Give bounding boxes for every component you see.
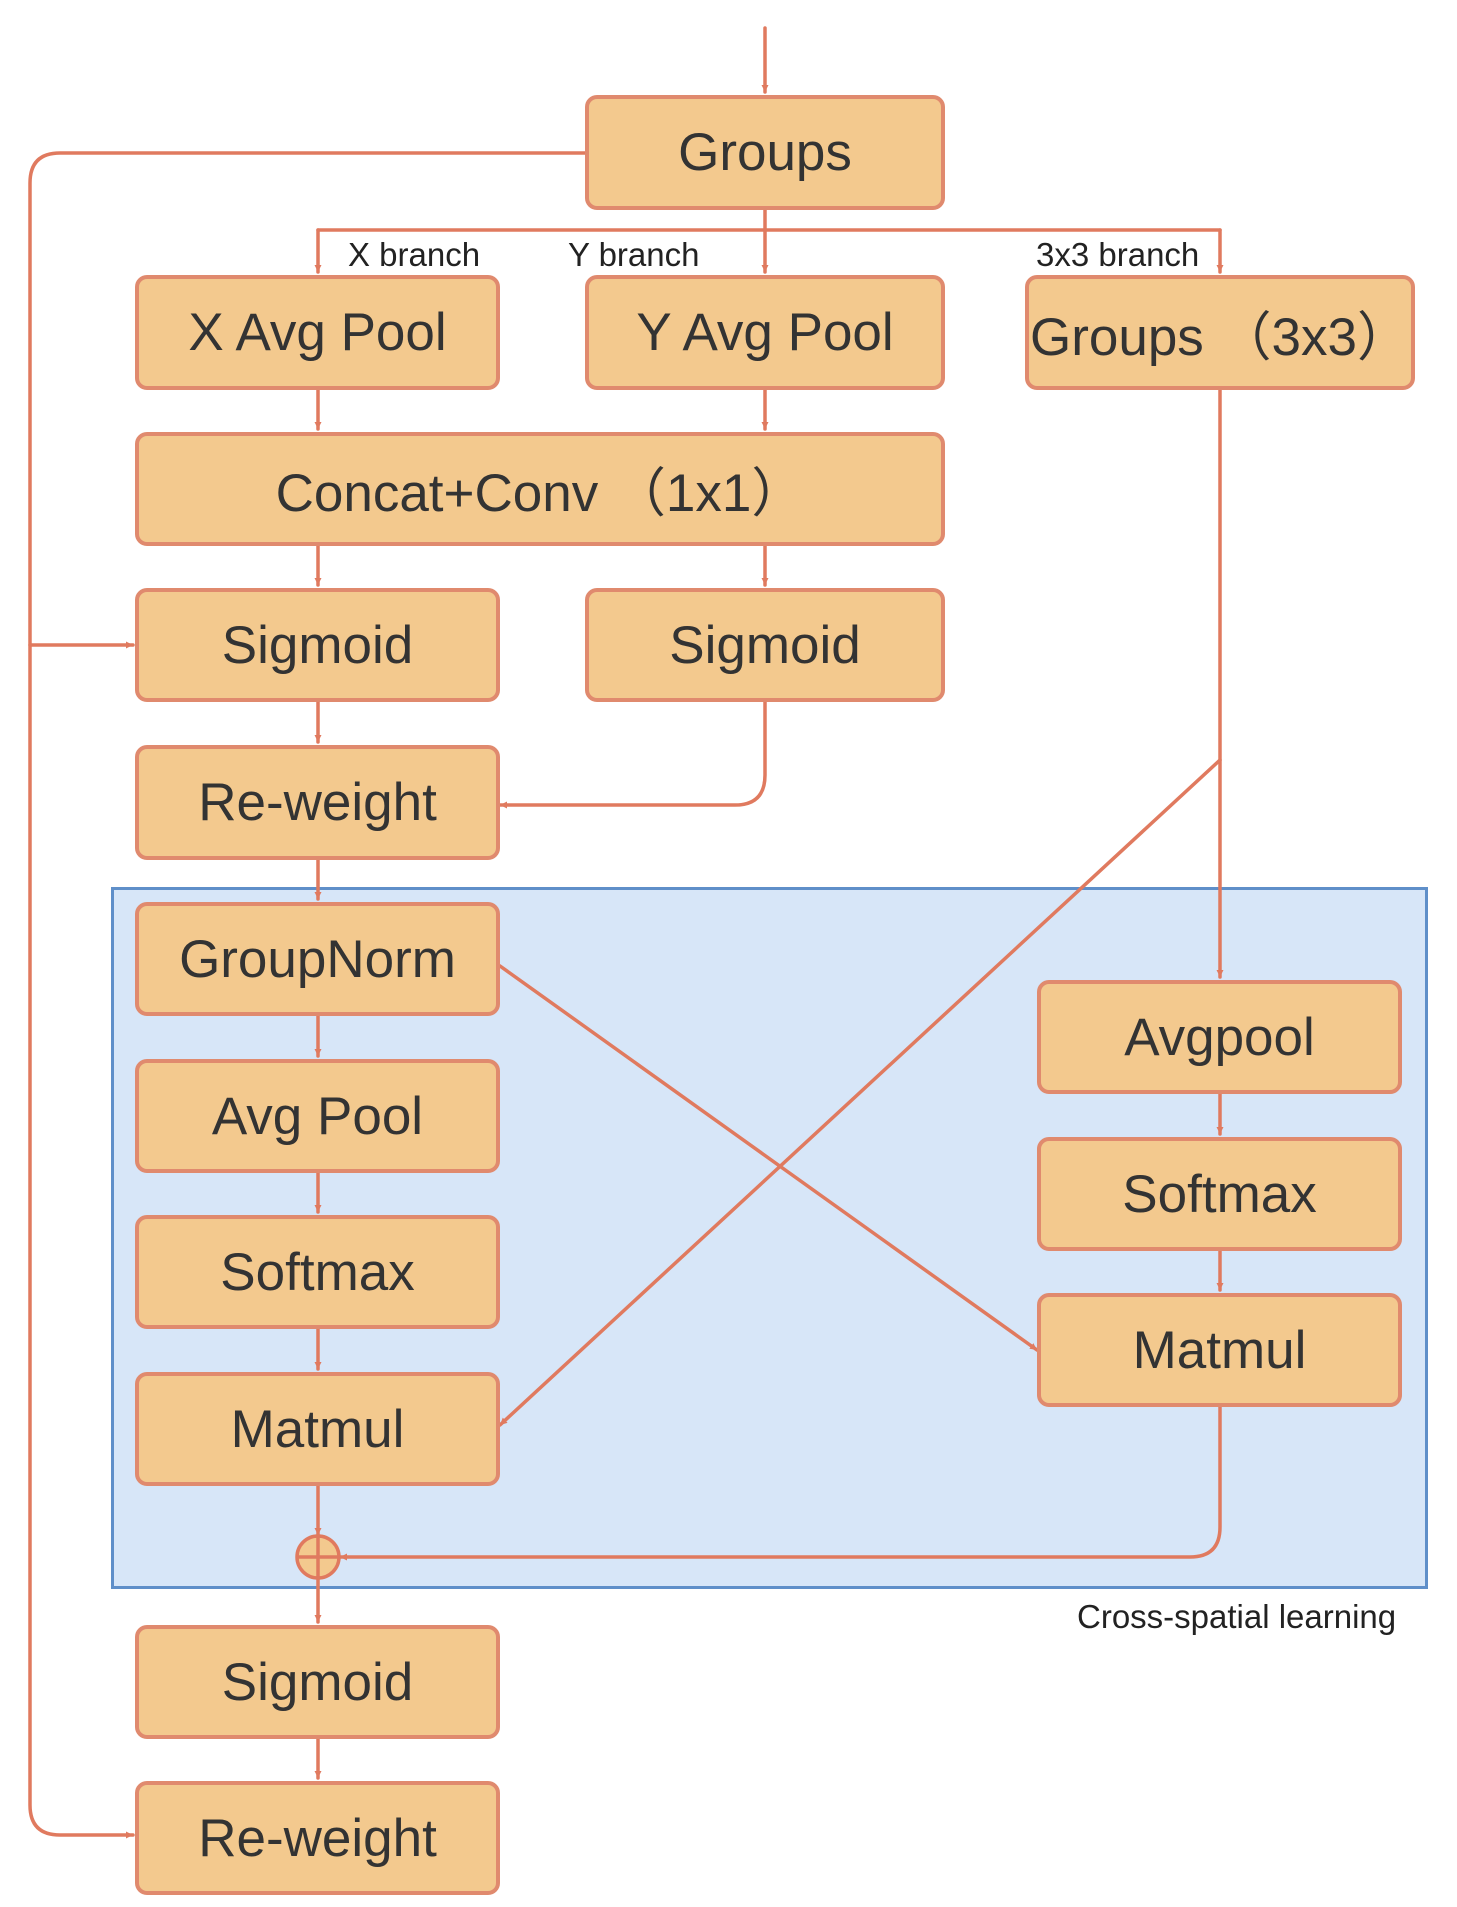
arrow-right-matmul-to-sum [338, 1405, 1222, 1561]
y-branch-label: Y branch [568, 236, 700, 273]
arrow-groupnorm-to-right-matmul [498, 964, 1039, 1352]
sigmoid-final-node: Sigmoid [135, 1625, 500, 1739]
cross-spatial-learning-label: Cross-spatial learning [1077, 1598, 1397, 1635]
softmax-right-node: Softmax [1037, 1137, 1402, 1251]
reweight-final-node: Re-weight [135, 1781, 500, 1895]
sigmoid-x-node: Sigmoid [135, 588, 500, 702]
x-branch-label: X branch [348, 236, 481, 273]
matmul-left-node: Matmul [135, 1372, 500, 1486]
sigmoid-y-node: Sigmoid [585, 588, 945, 702]
avgpool-right-node: Avgpool [1037, 980, 1402, 1094]
groups-node: Groups [585, 95, 945, 210]
x-avg-pool-node: X Avg Pool [135, 275, 500, 390]
avg-pool-node: Avg Pool [135, 1059, 500, 1173]
3x3-branch-label: 3x3 branch [1036, 236, 1200, 273]
residual-line [28, 151, 587, 1839]
softmax-left-node: Softmax [135, 1215, 500, 1329]
groups-3x3-node: Groups （3x3） [1025, 275, 1415, 390]
reweight-node: Re-weight [135, 745, 500, 860]
concat-conv-node: Concat+Conv （1x1） [135, 432, 945, 546]
arrow-sigmoid-y-to-reweight [498, 700, 767, 809]
sum-node [295, 1534, 341, 1580]
groupnorm-node: GroupNorm [135, 902, 500, 1016]
arrow-3x3-to-left-matmul [498, 758, 1222, 1427]
y-avg-pool-node: Y Avg Pool [585, 275, 945, 390]
matmul-right-node: Matmul [1037, 1293, 1402, 1407]
